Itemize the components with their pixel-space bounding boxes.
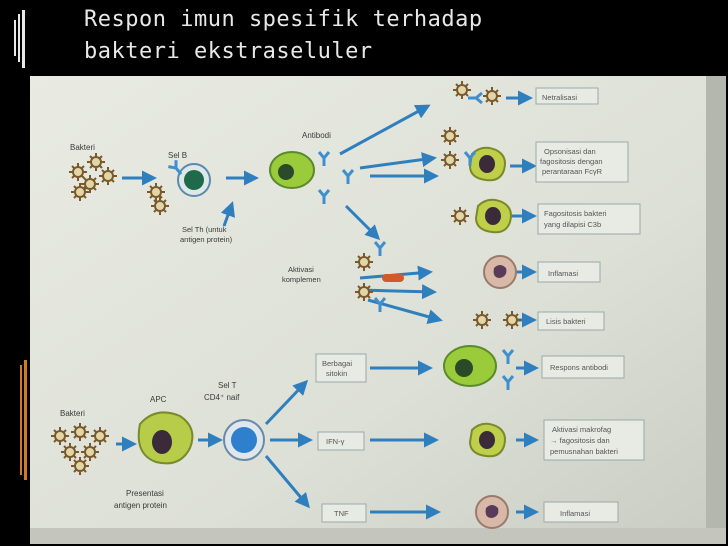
label-sel-t-2: CD4⁺ naif [204,393,240,402]
outcome-inflamasi-bottom: Inflamasi [560,509,590,518]
label-aktivasi-2: komplemen [282,275,321,284]
outcome-fagositosis-2: yang dilapisi C3b [544,220,601,229]
label-tnf: TNF [334,509,349,518]
outcome-opsonisasi-1: Opsonisasi dan [544,147,596,156]
outcome-lisis: Lisis bakteri [546,317,586,326]
outcome-respons: Respons antibodi [550,363,608,372]
label-sel-th-2: antigen protein) [180,235,233,244]
label-berbagai-2: sitokin [326,369,347,378]
outcome-inflamasi-top: Inflamasi [548,269,578,278]
title-line-1: Respon imun spesifik terhadap [84,4,483,36]
outcome-aktivasi-makrofag-1: Aktivasi makrofag [552,425,611,434]
plasma-cell-bottom [444,346,496,386]
outcome-aktivasi-makrofag-3: pemusnahan bakteri [550,447,618,456]
t-cell [224,420,264,460]
label-sel-th-1: Sel Th (untuk [182,225,227,234]
left-decorative-bar [0,0,30,546]
title-line-2: bakteri ekstraseluler [84,36,483,68]
apc-cell [139,412,193,463]
label-presentasi-1: Presentasi [126,489,164,498]
outcome-aktivasi-makrofag-2: → fagositosis dan [550,436,610,445]
label-bakteri-bottom: Bakteri [60,409,85,418]
slide-title: Respon imun spesifik terhadap bakteri ek… [84,4,483,68]
label-sel-t-1: Sel T [218,381,237,390]
complement-molecule [382,274,404,282]
label-antibodi: Antibodi [302,131,331,140]
label-berbagai-1: Berbagai [322,359,352,368]
label-apc: APC [150,395,167,404]
label-aktivasi-1: Aktivasi [288,265,314,274]
diagram-photo: Bakteri Sel B Antibodi Sel Th (untuk ant… [30,76,726,544]
label-ifn: IFN-γ [326,437,345,446]
outcome-fagositosis-1: Fagositosis bakteri [544,209,607,218]
outcome-netralisasi: Netralisasi [542,93,577,102]
plasma-cell [270,152,314,188]
label-bakteri-top: Bakteri [70,143,95,152]
outcome-opsonisasi-3: perantaraan FcγR [542,167,603,176]
outcome-opsonisasi-2: fagositosis dengan [540,157,603,166]
label-sel-b: Sel B [168,151,187,160]
label-presentasi-2: antigen protein [114,501,167,510]
immune-response-diagram: Bakteri Sel B Antibodi Sel Th (untuk ant… [30,76,726,544]
b-cell [178,164,210,196]
